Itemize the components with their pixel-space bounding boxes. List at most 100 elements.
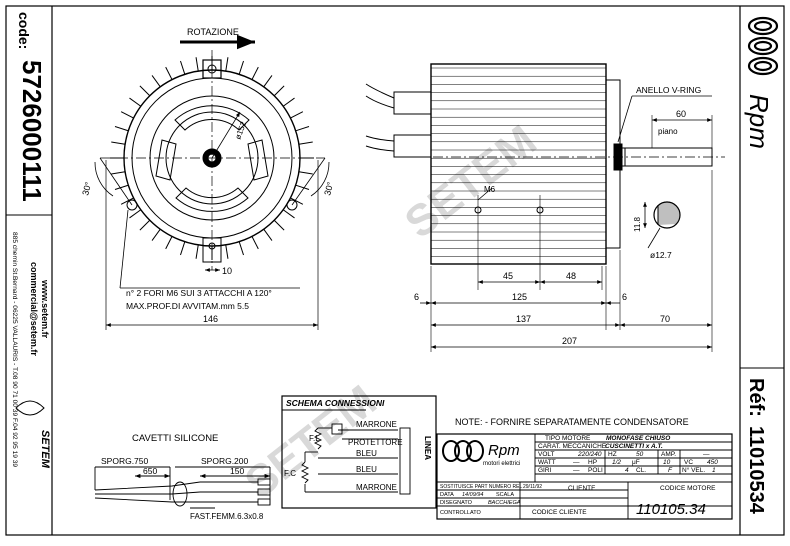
cooling-fin <box>263 228 273 241</box>
carat-value: CUSCINETTI x A.T. <box>605 443 663 450</box>
rpm-logo-text: Rpm <box>744 94 774 149</box>
watermark: SETEM <box>396 116 546 248</box>
dim-207-label: 207 <box>562 336 577 346</box>
cooling-fin <box>295 184 310 190</box>
email-text: commercial@setem.fr <box>29 262 39 356</box>
tb-logo-sub: motori elettrici <box>483 461 520 467</box>
cooling-fin <box>225 57 229 72</box>
code-label: code: <box>16 12 32 49</box>
cooling-fin <box>151 75 161 88</box>
title-block <box>436 433 733 520</box>
thread-label: M6 <box>484 185 496 194</box>
sporg-200-label: SPORG.200 <box>201 456 249 466</box>
cooling-fin <box>129 97 142 107</box>
scala-label: SCALA <box>496 492 514 498</box>
cables-detail <box>94 466 271 509</box>
cooling-fin <box>195 244 199 259</box>
linea-label: LINEA <box>423 436 432 460</box>
cooling-fin <box>282 97 295 107</box>
vc-value: 450 <box>707 459 718 466</box>
fl-label: F.L <box>309 434 320 443</box>
cooling-fin <box>295 126 310 132</box>
cooling-fin <box>238 60 244 75</box>
title-block-text: Rpm motori elettrici TIPO MOTORE MONOFAS… <box>440 435 718 518</box>
cooling-fin <box>151 228 161 241</box>
cooling-fin <box>273 85 285 97</box>
sheet-border <box>5 5 785 536</box>
dim-137-label: 137 <box>516 314 531 324</box>
hz-label: HZ <box>608 451 617 458</box>
holes-note: n° 2 FORI M6 SUI 3 ATTACCHI A 120° <box>126 288 272 298</box>
cooling-fin <box>139 85 151 97</box>
dim-125-label: 125 <box>512 292 527 302</box>
giri-value: — <box>573 467 580 474</box>
side-view <box>365 63 725 352</box>
wire-bleu-1: BLEU <box>356 449 377 458</box>
cables-title: CAVETTI SILICONE <box>132 433 218 444</box>
cooling-fin <box>165 66 173 80</box>
poli-value: 4 <box>625 467 629 474</box>
vel-value: 1 <box>712 467 716 474</box>
rpm-logo-icon <box>747 16 779 76</box>
cooling-fin <box>165 236 173 250</box>
wire-bleu-2: BLEU <box>356 465 377 474</box>
schema-title: SCHEMA CONNESSIONI <box>286 398 385 408</box>
ref-value: 11010534 <box>745 426 767 515</box>
codice-cliente-label: CODICE CLIENTE <box>532 509 587 516</box>
supply-note: NOTE: - FORNIRE SEPARATAMENTE CONDENSATO… <box>455 417 689 427</box>
tipo-motore-value: MONOFASE CHIUSO <box>606 435 670 442</box>
dim-6-right-label: 6 <box>622 292 627 302</box>
cooling-fin <box>251 66 259 80</box>
poli-label: POLI <box>588 467 603 474</box>
fc-label: F.C <box>284 469 296 478</box>
dim-48-label: 48 <box>566 271 576 281</box>
cl-value: F <box>668 467 673 474</box>
cooling-fin <box>129 209 142 219</box>
uf-label: μF <box>632 459 640 466</box>
tipo-motore-label: TIPO MOTORE <box>545 435 591 442</box>
dim-650-label: 650 <box>143 466 157 476</box>
volt-label: VOLT <box>538 451 555 458</box>
carat-label: CARAT. MECCANICHE <box>538 443 607 450</box>
schema-labels: SCHEMA CONNESSIONI F.L F.C MARRONE PROTE… <box>284 398 432 492</box>
tb-logo-text: Rpm <box>488 442 520 459</box>
dim-6-left-label: 6 <box>414 292 419 302</box>
amp-value: — <box>703 451 710 458</box>
cooling-fin <box>238 241 244 256</box>
cooling-fin <box>139 219 151 231</box>
left-strip: code: 5726000111 www.setem.fr commercial… <box>6 6 53 535</box>
cliente-label: CLIENTE <box>568 485 596 492</box>
front-view <box>94 34 330 330</box>
cooling-fin <box>290 111 304 119</box>
data-value: 14/09/94 <box>462 492 483 498</box>
cooling-fin <box>120 197 134 205</box>
hp-value: 1/2 <box>612 459 621 466</box>
front-view-labels: ROTAZIONE ø152 30° 30° 10 n° 2 FORI M6 S… <box>80 27 335 324</box>
shaft-diameter-label: ø12.7 <box>650 250 672 260</box>
vc-label: VC <box>684 459 693 466</box>
watt-label: WATT <box>538 459 556 466</box>
right-strip: Rpm Réf: 11010534 <box>739 6 784 535</box>
vel-label: N° VEL. <box>682 466 705 474</box>
angle-left-label: 30° <box>80 180 93 196</box>
cooling-fin <box>298 141 313 145</box>
revision-text: SOSTITUISCE PART NUMERO REL <box>440 484 522 490</box>
disegnato-label: DISEGNATO <box>440 500 473 506</box>
controllato-label: CONTROLLATO <box>440 510 481 516</box>
data-label: DATA <box>440 492 454 498</box>
cooling-fin <box>180 241 186 256</box>
cooling-fin <box>195 57 199 72</box>
cooling-fin <box>180 60 186 75</box>
dim-10-label: 10 <box>222 266 232 276</box>
ref-label: Réf: <box>745 378 767 417</box>
volt-value: 220/240 <box>577 451 602 458</box>
cables-labels: CAVETTI SILICONE SPORG.750 650 SPORG.200… <box>101 433 264 521</box>
dim-60-label: 60 <box>676 109 686 119</box>
dim-150-label: 150 <box>230 466 244 476</box>
sporg-750-label: SPORG.750 <box>101 456 149 466</box>
cooling-fin <box>111 171 126 175</box>
cooling-fin <box>120 111 134 119</box>
website-text: www.setem.fr <box>40 279 50 339</box>
